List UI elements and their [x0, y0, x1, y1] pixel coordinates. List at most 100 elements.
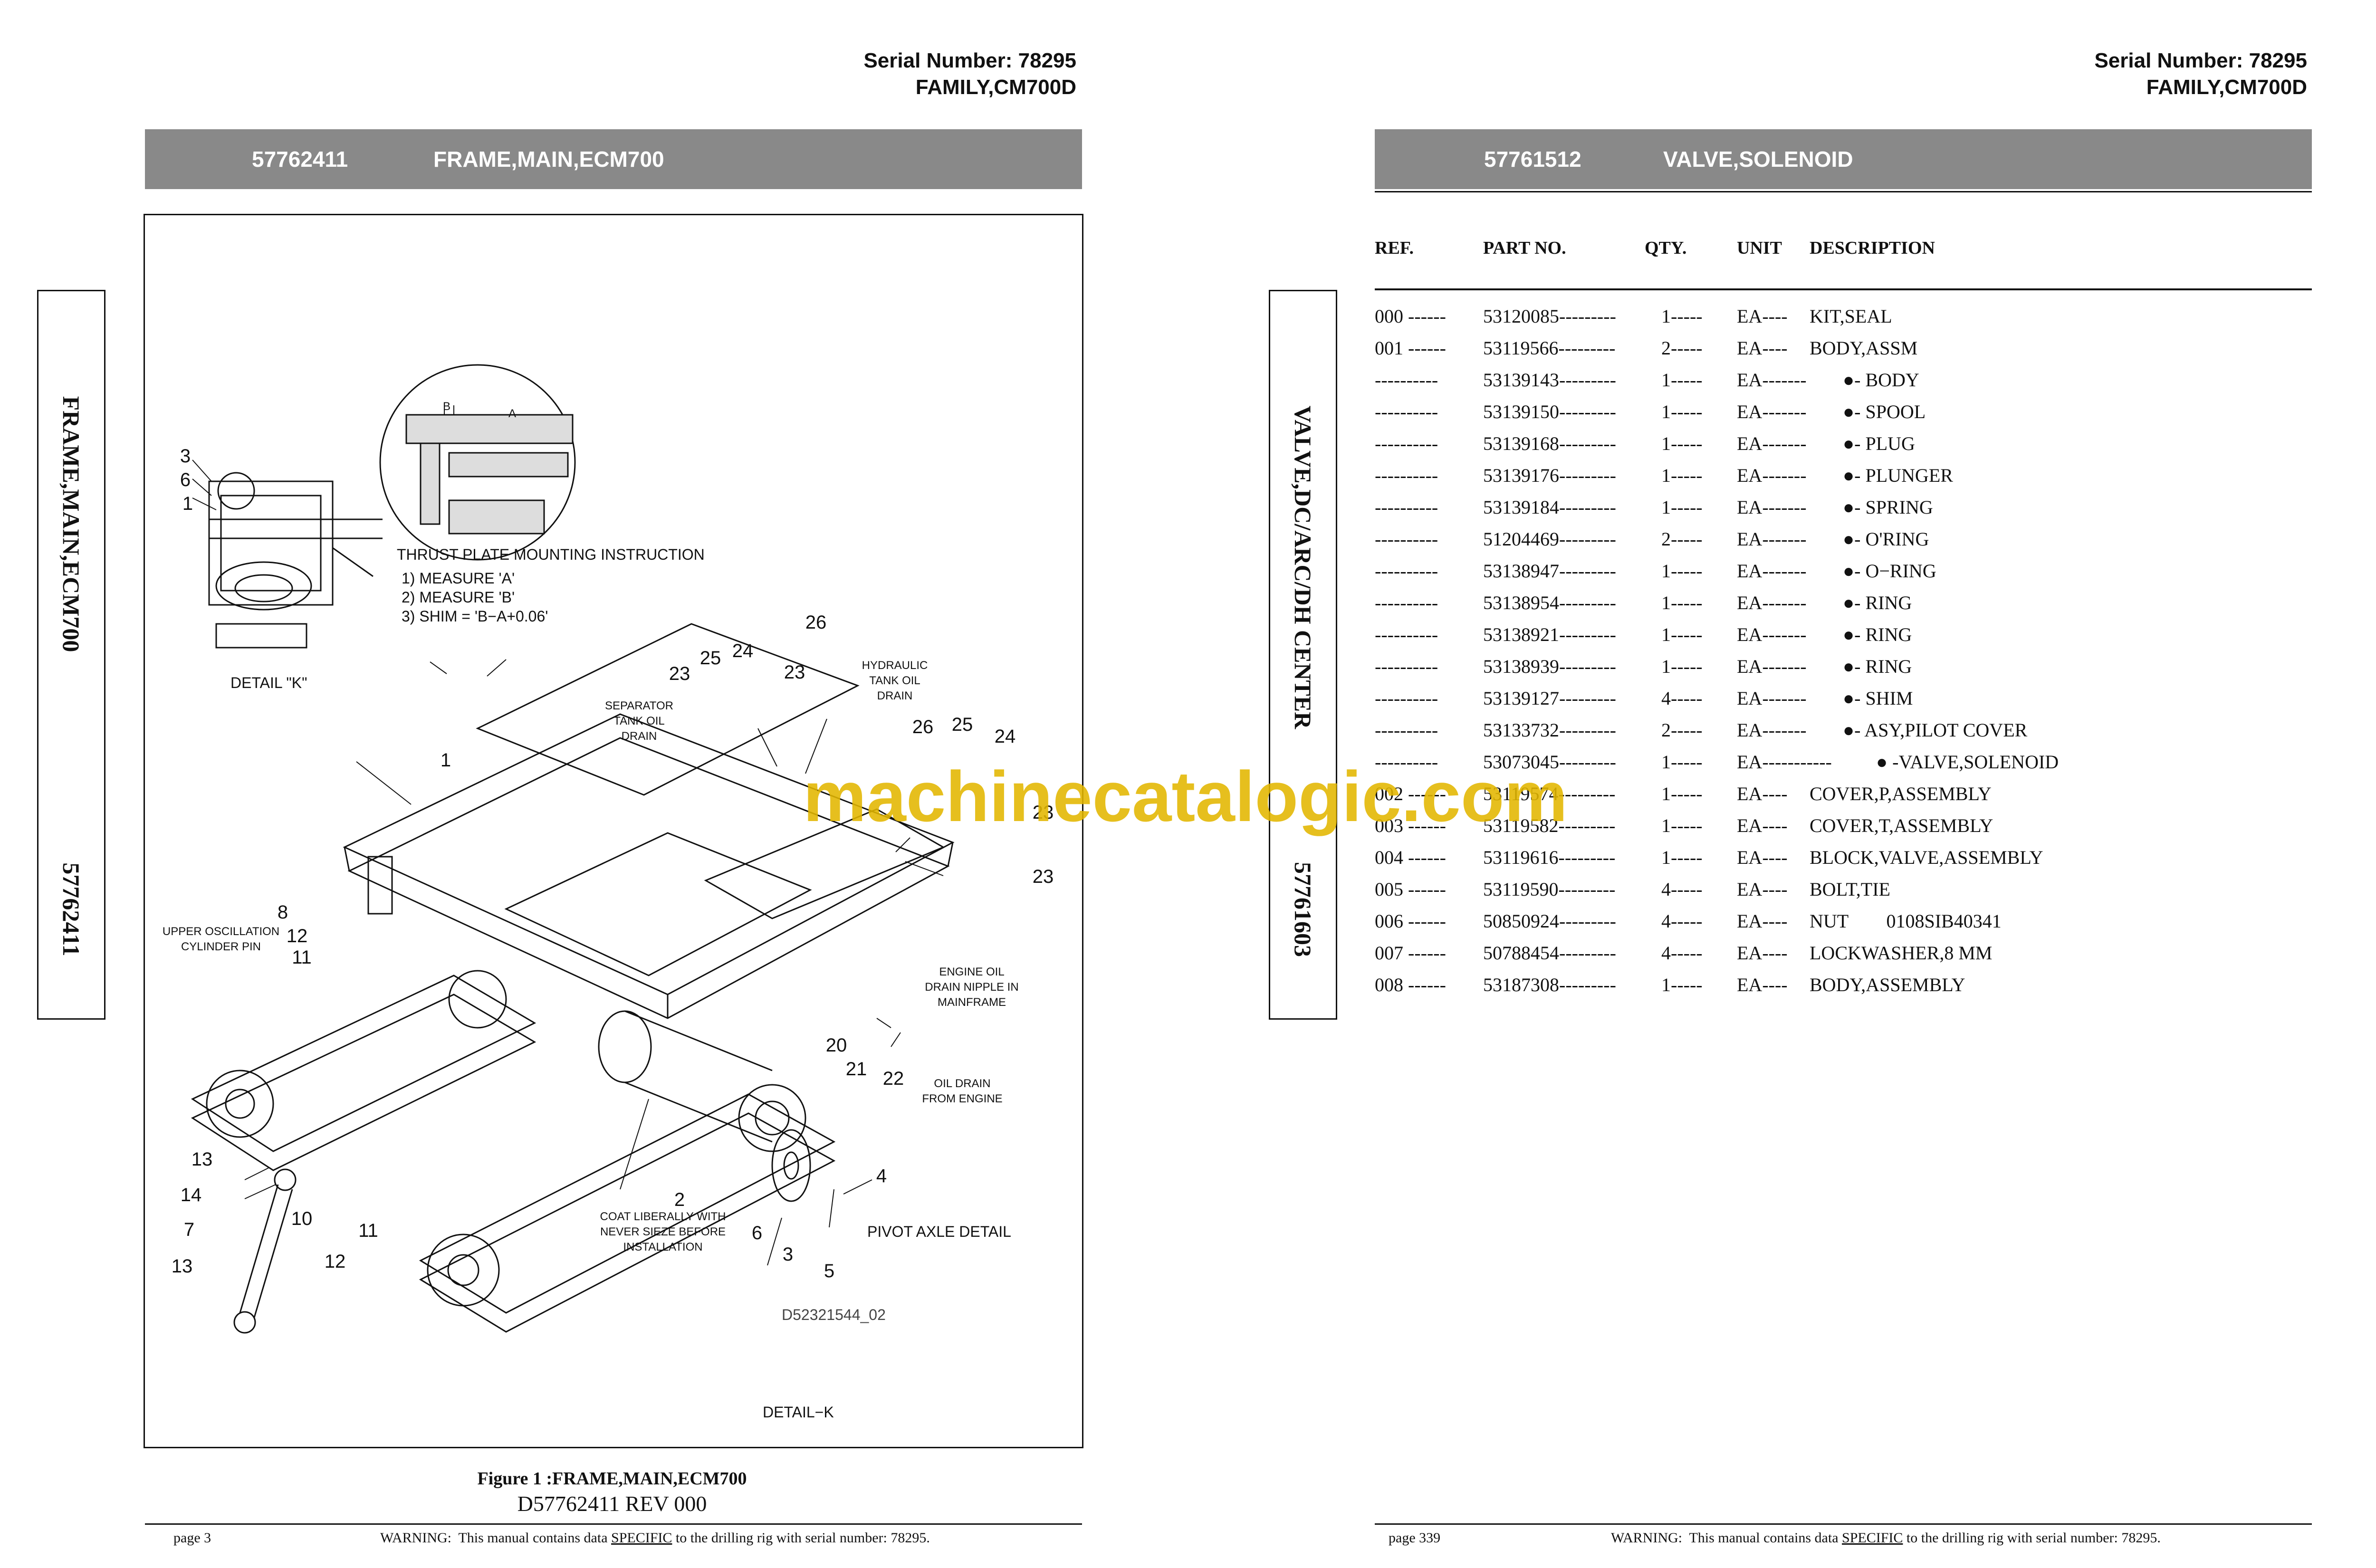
- callout-4: 4: [876, 1166, 887, 1186]
- right-footer-rule: [1375, 1523, 2312, 1525]
- description-cell: NUT 0108SIB40341: [1810, 910, 2002, 932]
- unit-cell: EA-------: [1737, 433, 1807, 454]
- callout-23: 23: [784, 662, 805, 683]
- description-cell: LOCKWASHER,8 MM: [1810, 942, 1993, 964]
- right-banner-rule: [1375, 191, 2312, 192]
- hydraulic-note-3: DRAIN: [877, 689, 913, 702]
- unit-cell: EA-------: [1737, 624, 1807, 645]
- unit-cell: EA-------: [1737, 656, 1807, 677]
- description-cell: ● -VALVE,SOLENOID: [1876, 751, 2059, 773]
- ref-cell: ----------: [1375, 497, 1438, 518]
- right-banner-title: VALVE,SOLENOID: [1663, 147, 1853, 172]
- frame-exploded-drawing: THRUST PLATE MOUNTING INSTRUCTION 1) MEA…: [163, 364, 1054, 1421]
- unit-cell: EA----: [1737, 815, 1788, 836]
- thrust-plate-title: THRUST PLATE MOUNTING INSTRUCTION: [397, 546, 705, 563]
- right-family: FAMILY,CM700D: [2146, 76, 2307, 99]
- right-banner-part-number: 57761512: [1484, 147, 1581, 172]
- left-track: [191, 970, 537, 1171]
- left-footer-rule: [145, 1523, 1082, 1525]
- callout-1: 1: [441, 750, 451, 771]
- figure-caption: Figure 1 :FRAME,MAIN,ECM700: [477, 1469, 747, 1489]
- part-no-cell: 53139184---------: [1483, 497, 1616, 518]
- description-cell: ●- O−RING: [1843, 560, 1936, 582]
- right-side-title: VALVE,DC/ARC/DH CENTER: [1290, 406, 1316, 729]
- left-side-number: 57762411: [58, 862, 85, 956]
- qty-cell: 1-----: [1661, 560, 1703, 582]
- part-no-cell: 50788454---------: [1483, 942, 1616, 964]
- figure-frame: THRUST PLATE MOUNTING INSTRUCTION 1) MEA…: [144, 214, 1083, 1448]
- separator-note-2: TANK OIL: [613, 715, 665, 727]
- description-cell: BOLT,TIE: [1810, 879, 1890, 900]
- qty-cell: 2-----: [1661, 719, 1703, 741]
- ref-cell: ----------: [1375, 528, 1438, 550]
- part-no-cell: 53119566---------: [1483, 337, 1616, 359]
- unit-cell: EA----: [1737, 847, 1788, 868]
- column-header-part-no: PART NO.: [1483, 238, 1566, 258]
- part-no-cell: 53138947---------: [1483, 560, 1616, 582]
- drawing-number: D52321544_02: [782, 1306, 886, 1323]
- qty-cell: 1-----: [1661, 433, 1703, 454]
- ref-cell: ----------: [1375, 751, 1438, 773]
- unit-cell: EA----: [1737, 942, 1788, 964]
- callout-10: 10: [291, 1208, 313, 1229]
- description-cell: BODY,ASSM: [1810, 337, 1918, 359]
- description-cell: COVER,T,ASSEMBLY: [1810, 815, 1993, 836]
- ref-cell: ----------: [1375, 560, 1438, 582]
- unit-cell: EA----: [1737, 783, 1788, 804]
- ref-cell: ----------: [1375, 401, 1438, 422]
- qty-cell: 1-----: [1661, 369, 1703, 391]
- right-serial-number: Serial Number: 78295: [2094, 49, 2307, 72]
- left-section-banner: 57762411 FRAME,MAIN,ECM700: [145, 129, 1082, 189]
- engine-oil-note-3: MAINFRAME: [938, 996, 1006, 1009]
- qty-cell: 1-----: [1661, 783, 1703, 804]
- qty-cell: 1-----: [1661, 401, 1703, 422]
- right-track: [419, 1084, 836, 1333]
- ref-cell: ----------: [1375, 624, 1438, 645]
- ref-cell: ----------: [1375, 465, 1438, 486]
- oil-drain-note-1: OIL DRAIN: [934, 1077, 990, 1090]
- callout-6: 6: [752, 1223, 762, 1243]
- right-side-tab[interactable]: VALVE,DC/ARC/DH CENTER 57761603: [1269, 290, 1337, 1020]
- ref-cell: 005 ------: [1375, 879, 1446, 900]
- part-no-cell: 50850924---------: [1483, 910, 1616, 932]
- callout-7: 7: [184, 1219, 194, 1240]
- callout-21: 21: [846, 1059, 867, 1080]
- part-no-cell: 53139127---------: [1483, 688, 1616, 709]
- left-family: FAMILY,CM700D: [915, 76, 1076, 99]
- description-cell: ●- SPOOL: [1843, 401, 1926, 422]
- qty-cell: 1-----: [1661, 974, 1703, 995]
- callout-12: 12: [287, 926, 308, 947]
- engine-oil-note-2: DRAIN NIPPLE IN: [925, 981, 1018, 994]
- unit-cell: EA----: [1737, 910, 1788, 932]
- left-side-tab[interactable]: FRAME,MAIN,ECM700 57762411: [37, 290, 105, 1020]
- callout-3: 3: [180, 446, 191, 467]
- description-cell: COVER,P,ASSEMBLY: [1810, 783, 1992, 804]
- qty-cell: 1-----: [1661, 815, 1703, 836]
- upper-osc-note-1: UPPER OSCILLATION: [163, 925, 279, 938]
- description-cell: ●- PLUNGER: [1843, 465, 1953, 486]
- callout-8: 8: [278, 902, 288, 923]
- ref-cell: ----------: [1375, 592, 1438, 613]
- qty-cell: 1-----: [1661, 847, 1703, 868]
- thrust-step-3: 3) SHIM = 'B−A+0.06': [402, 608, 548, 625]
- callout-26: 26: [912, 717, 934, 737]
- unit-cell: EA-------: [1737, 497, 1807, 518]
- qty-cell: 4-----: [1661, 688, 1703, 709]
- qty-cell: 4-----: [1661, 910, 1703, 932]
- detail-k-bottom-label: DETAIL−K: [763, 1404, 834, 1421]
- unit-cell: EA----: [1737, 974, 1788, 995]
- ref-cell: 008 ------: [1375, 974, 1446, 995]
- callout-25: 25: [952, 714, 973, 735]
- part-no-cell: 53119590---------: [1483, 879, 1616, 900]
- callout-23: 23: [669, 663, 690, 684]
- ref-cell: 003 ------: [1375, 815, 1446, 836]
- pivot-axle-label: PIVOT AXLE DETAIL: [867, 1223, 1011, 1240]
- engine-oil-note-1: ENGINE OIL: [939, 966, 1004, 978]
- detail-k-sketch: [208, 472, 383, 649]
- unit-cell: EA-------: [1737, 719, 1807, 741]
- callout-20: 20: [826, 1035, 847, 1056]
- right-warning-emphasis: SPECIFIC: [1842, 1530, 1903, 1546]
- unit-cell: EA-------: [1737, 465, 1807, 486]
- unit-cell: EA-----------: [1737, 751, 1832, 773]
- dim-b-mark: B: [443, 400, 450, 413]
